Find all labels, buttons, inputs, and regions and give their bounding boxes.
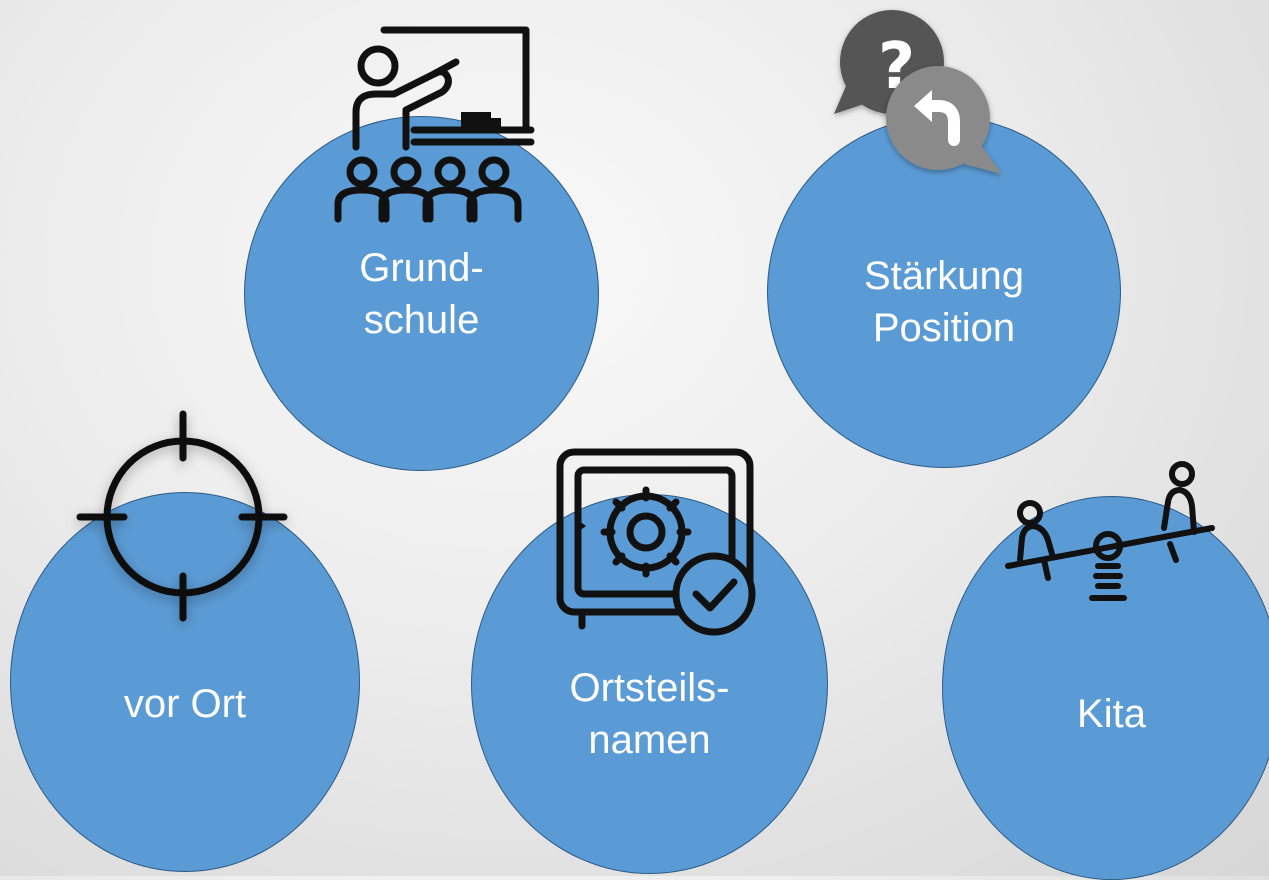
label-vor-ort-line1: vor Ort bbox=[123, 682, 247, 726]
label-staerkung-line2: Position bbox=[872, 306, 1016, 350]
circle-grundschule bbox=[244, 116, 599, 471]
seesaw-children-icon bbox=[1005, 461, 1215, 601]
label-staerkung-line1: Stärkung bbox=[863, 254, 1025, 298]
label-grundschule: Grund- schule bbox=[244, 242, 599, 346]
label-kita-line1: Kita bbox=[1077, 692, 1146, 736]
label-vor-ort: vor Ort bbox=[10, 678, 360, 730]
label-ortsteil-line2: namen bbox=[588, 718, 711, 762]
safe-checkmark-icon bbox=[556, 448, 756, 636]
label-grundschule-line1: Grund- bbox=[359, 246, 484, 290]
teacher-classroom-icon bbox=[334, 26, 535, 223]
circle-ortsteilsnamen bbox=[471, 494, 828, 874]
label-kita: Kita bbox=[942, 688, 1269, 740]
label-grundschule-line2: schule bbox=[363, 298, 480, 342]
question-reply-bubbles-icon: ? bbox=[834, 10, 1002, 174]
label-ortsteil-line1: Ortsteils- bbox=[569, 666, 730, 710]
label-staerkung-position: Stärkung Position bbox=[767, 250, 1121, 354]
crosshair-target-icon bbox=[76, 410, 288, 622]
circle-staerkung-position bbox=[767, 116, 1121, 468]
label-ortsteilsnamen: Ortsteils- namen bbox=[471, 662, 828, 766]
circle-vor-ort bbox=[10, 492, 360, 872]
